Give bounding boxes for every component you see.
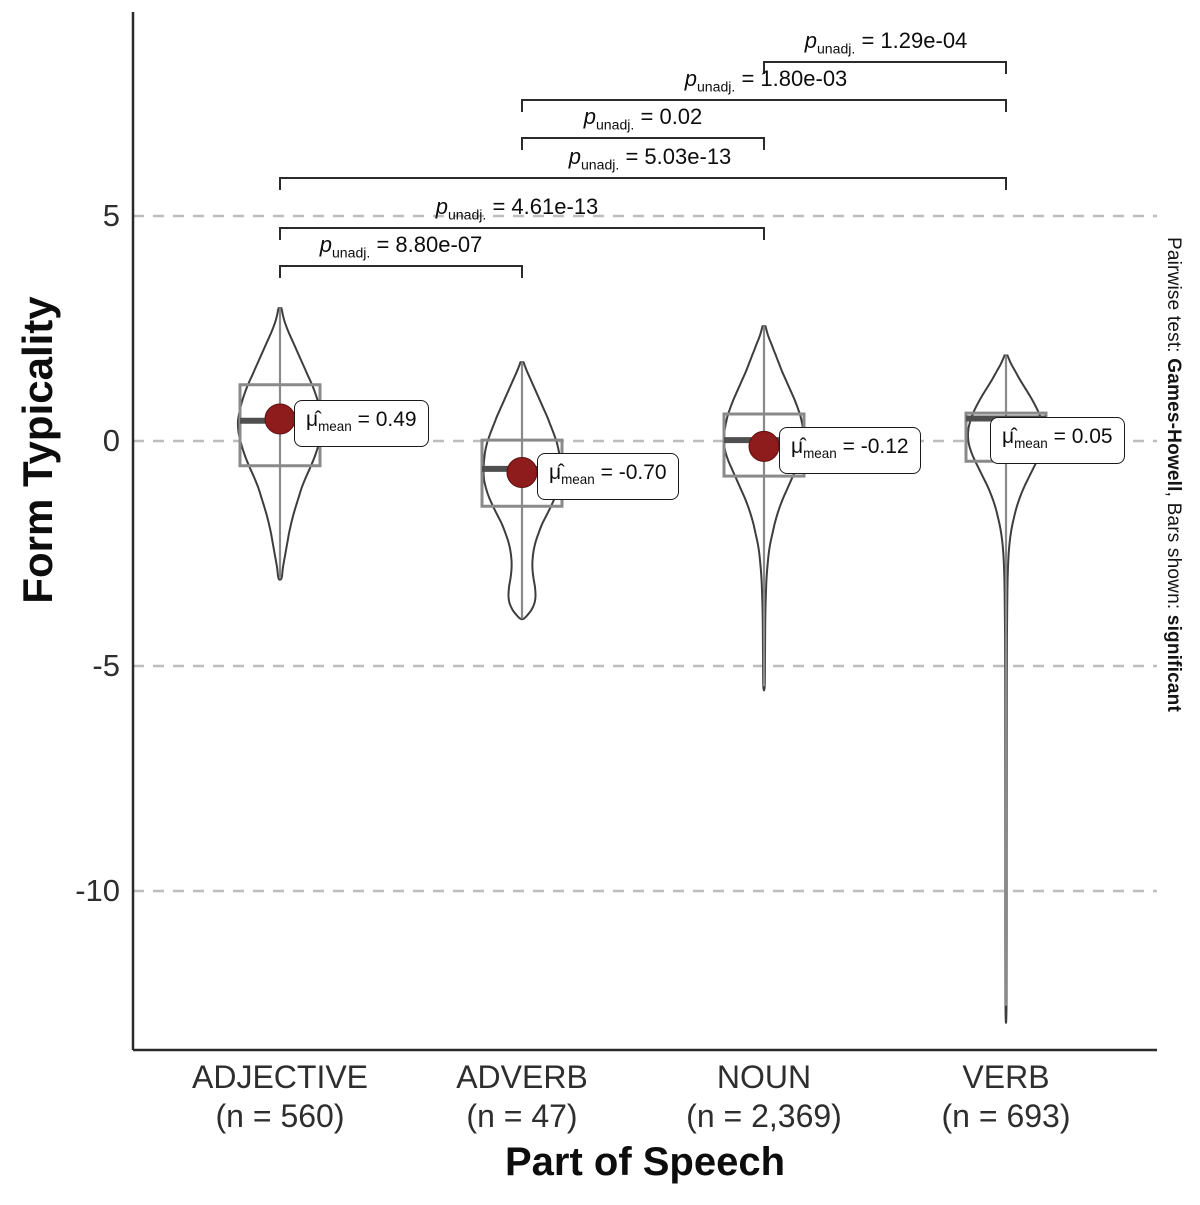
p-symbol: p [435, 194, 448, 219]
caption-middle: , Bars shown: [1163, 491, 1184, 615]
p-subscript: unadj. [696, 78, 736, 95]
caption-pairwise-test: Pairwise test: Games-Howell, Bars shown:… [1162, 237, 1184, 712]
y-tick-label-5: 5 [102, 198, 120, 233]
y-axis-title: Form Typicality [14, 296, 61, 604]
p-symbol: p [583, 104, 596, 129]
mean-value: = 0.49 [357, 408, 417, 431]
category-name: ADVERB [456, 1059, 588, 1095]
mean-value: = -0.70 [600, 461, 667, 484]
mu-subscript: mean [1014, 436, 1048, 452]
p-subscript: unadj. [816, 40, 856, 57]
mu-subscript: mean [318, 419, 352, 435]
caption-prefix: Pairwise test: [1163, 237, 1184, 359]
p-symbol: p [319, 232, 332, 257]
category-name: NOUN [716, 1059, 812, 1095]
caption-test-name: Games-Howell [1163, 358, 1184, 492]
p-subscript: unadj. [580, 156, 620, 173]
bracket-noun-verb [763, 61, 1007, 74]
mean-point-adverb [506, 457, 538, 488]
x-tick-label-noun: NOUN (n = 2,369) [686, 1058, 842, 1136]
mean-label-noun: μ̂mean = -0.12 [779, 427, 921, 475]
x-tick-label-adjective: ADJECTIVE (n = 560) [192, 1058, 368, 1136]
category-n: (n = 2,369) [686, 1098, 842, 1134]
pvalue-label-adjective-verb: punadj. = 5.03e-13 [569, 144, 732, 172]
mean-point-adjective [264, 403, 296, 435]
p-value: = 8.80e-07 [376, 232, 483, 257]
category-name: VERB [962, 1059, 1050, 1095]
p-value: = 1.80e-03 [741, 66, 848, 91]
p-subscript: unadj. [331, 244, 371, 261]
mu-hat-symbol: μ̂ [1002, 425, 1015, 448]
category-n: (n = 560) [215, 1098, 345, 1134]
mean-value: = -0.12 [842, 435, 909, 458]
y-tick-label-neg10: -10 [75, 873, 120, 908]
category-n: (n = 47) [466, 1098, 578, 1134]
mu-subscript: mean [561, 472, 595, 488]
category-name: ADJECTIVE [191, 1059, 369, 1095]
mu-hat-symbol: μ̂ [306, 408, 319, 431]
bracket-adjective-adverb [279, 265, 523, 278]
p-subscript: unadj. [595, 116, 635, 133]
p-symbol: p [684, 66, 697, 91]
x-tick-label-verb: VERB (n = 693) [942, 1058, 1071, 1136]
p-value: = 1.29e-04 [861, 28, 968, 53]
bracket-adjective-verb [279, 177, 1007, 190]
pvalue-label-adverb-noun: punadj. = 0.02 [584, 104, 703, 132]
pvalue-label-noun-verb: punadj. = 1.29e-04 [805, 28, 968, 56]
mean-label-verb: μ̂mean = 0.05 [990, 417, 1125, 465]
x-tick-label-adverb: ADVERB (n = 47) [456, 1058, 588, 1136]
mean-point-noun [748, 430, 780, 462]
mu-hat-symbol: μ̂ [549, 461, 562, 484]
pvalue-label-adjective-adverb: punadj. = 8.80e-07 [320, 232, 483, 260]
mu-subscript: mean [803, 446, 837, 462]
p-value: = 4.61e-13 [492, 194, 599, 219]
y-tick-label-neg5: -5 [92, 648, 120, 683]
bracket-adverb-noun [521, 137, 765, 150]
p-symbol: p [568, 144, 581, 169]
pvalue-label-adjective-noun: punadj. = 4.61e-13 [436, 194, 599, 222]
mu-hat-symbol: μ̂ [791, 435, 804, 458]
x-axis-title: Part of Speech [504, 1140, 786, 1184]
bracket-adjective-noun [279, 227, 765, 240]
p-subscript: unadj. [447, 206, 487, 223]
category-n: (n = 693) [941, 1098, 1071, 1134]
p-value: = 5.03e-13 [625, 144, 732, 169]
p-value: = 0.02 [640, 104, 703, 129]
mean-value: = 0.05 [1053, 425, 1113, 448]
p-symbol: p [804, 28, 817, 53]
caption-bars-shown: significant [1163, 614, 1184, 713]
bracket-adverb-verb [521, 99, 1007, 112]
pvalue-label-adverb-verb: punadj. = 1.80e-03 [685, 66, 848, 94]
mean-label-adverb: μ̂mean = -0.70 [537, 453, 679, 501]
mean-label-adjective: μ̂mean = 0.49 [294, 400, 429, 448]
y-tick-label-0: 0 [102, 423, 120, 458]
